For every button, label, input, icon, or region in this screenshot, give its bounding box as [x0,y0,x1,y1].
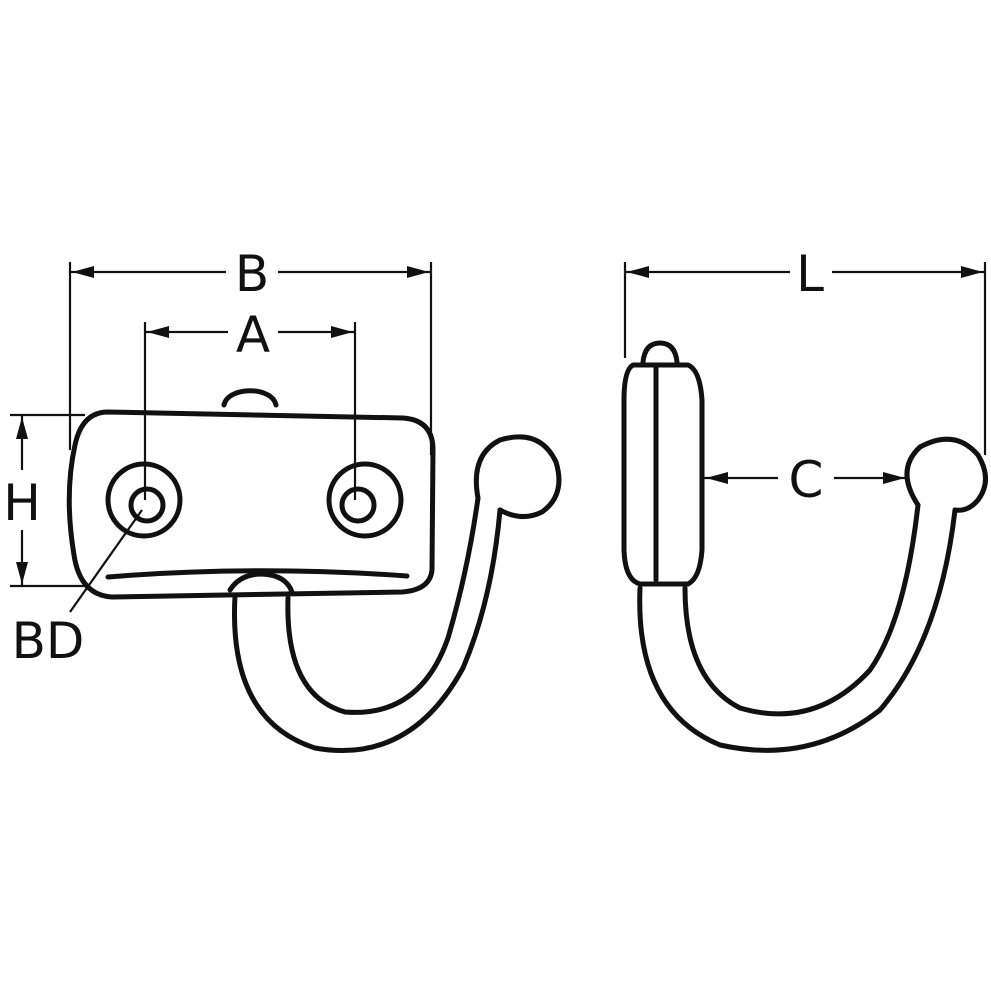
front-stem-collar [227,571,295,595]
b-arrow-right [407,266,429,278]
front-view [66,388,562,754]
a-label: A [236,306,270,364]
side-top-nub [640,340,680,365]
front-hole-right-outer [326,461,404,539]
dimension-l: L [623,245,987,455]
dimension-c: C [704,451,906,509]
a-arrow-left [147,326,169,338]
side-hook-arm-inner [682,502,921,717]
a-arrow-right [331,326,353,338]
front-hook-arm [231,507,503,754]
dimension-a: A [143,306,357,500]
front-base-plate [66,409,436,600]
c-label: C [789,451,824,509]
bd-leader-line [69,509,143,613]
c-arrow-left [706,472,728,484]
h-arrow-top [16,417,28,439]
front-hole-right-inner [339,486,377,524]
side-hook-arm [637,507,958,753]
dimension-h: H [3,413,85,588]
front-hook-arm-inner [285,495,481,715]
front-hole-left-inner [128,486,166,524]
c-arrow-right [883,472,905,484]
b-label: B [235,245,269,303]
front-top-nub [221,388,279,408]
bd-label: BD [12,612,85,670]
h-arrow-bottom [16,562,28,584]
front-plate-lip [105,568,410,580]
side-hook-ball [904,436,988,513]
l-arrow-left [627,266,649,278]
b-arrow-left [72,266,94,278]
l-arrow-right [961,266,983,278]
dimension-bd: BD [12,509,143,670]
side-base-plate [621,362,705,587]
side-view [621,340,988,753]
dimension-b: B [68,245,433,455]
front-hook-ball [473,434,562,519]
l-label: L [796,245,824,303]
h-label: H [3,474,41,532]
